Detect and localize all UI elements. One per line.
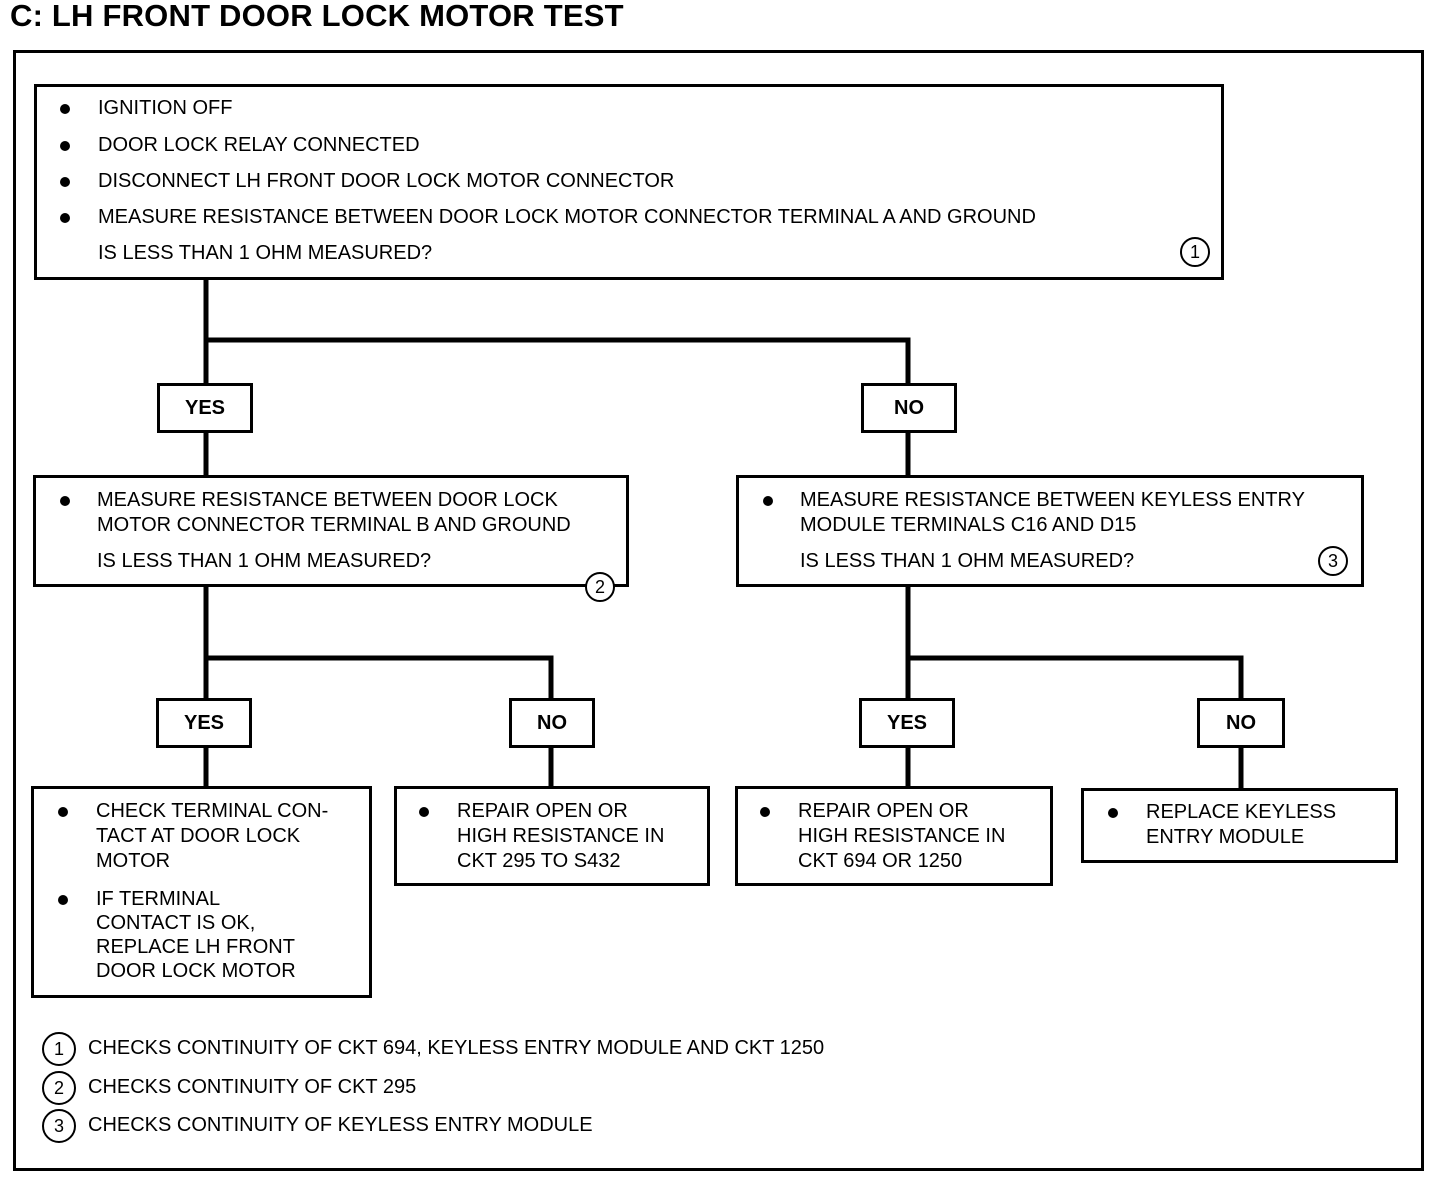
note-3-marker: 3 — [42, 1109, 76, 1143]
bullet-dot — [60, 141, 70, 151]
repair-295-line-1: REPAIR OPEN OR — [457, 800, 628, 822]
page-title: C: LH FRONT DOOR LOCK MOTOR TEST — [10, 0, 624, 33]
bullet-dot — [58, 807, 68, 817]
start-bullet-3: DISCONNECT LH FRONT DOOR LOCK MOTOR CONN… — [98, 170, 675, 192]
repair-694-line-1: REPAIR OPEN OR — [798, 800, 969, 822]
bullet-dot — [60, 104, 70, 114]
no-label-top: NO — [861, 383, 957, 433]
yes-label-right: YES — [859, 698, 955, 748]
bullet-dot — [58, 895, 68, 905]
note-2-text: CHECKS CONTINUITY OF CKT 295 — [88, 1076, 417, 1098]
replace-module-line-1: REPLACE KEYLESS — [1146, 801, 1337, 823]
start-question: IS LESS THAN 1 OHM MEASURED? — [98, 242, 433, 264]
start-bullet-2: DOOR LOCK RELAY CONNECTED — [98, 134, 420, 156]
repair-694-line-2: HIGH RESISTANCE IN — [798, 825, 1006, 847]
bullet-dot — [760, 807, 770, 817]
bullet-dot — [60, 213, 70, 223]
bullet-dot — [419, 807, 429, 817]
right-test-line-1: MEASURE RESISTANCE BETWEEN KEYLESS ENTRY — [800, 489, 1305, 511]
repair-295-line-2: HIGH RESISTANCE IN — [457, 825, 665, 847]
bullet-dot — [1108, 808, 1118, 818]
start-bullet-4: MEASURE RESISTANCE BETWEEN DOOR LOCK MOT… — [98, 206, 1036, 228]
result-repair-694-box — [735, 786, 1053, 886]
result-check-terminal-box — [31, 786, 372, 998]
left-test-line-1: MEASURE RESISTANCE BETWEEN DOOR LOCK — [97, 489, 558, 511]
check-terminal-line-7: DOOR LOCK MOTOR — [96, 960, 296, 982]
bullet-dot — [763, 496, 773, 506]
result-repair-295-box — [394, 786, 710, 886]
start-bullet-1: IGNITION OFF — [98, 97, 233, 119]
ref-2-marker: 2 — [585, 572, 615, 602]
repair-295-line-3: CKT 295 TO S432 — [457, 850, 621, 872]
yes-label-top: YES — [157, 383, 253, 433]
left-test-question: IS LESS THAN 1 OHM MEASURED? — [97, 550, 432, 572]
check-terminal-line-6: REPLACE LH FRONT — [96, 936, 295, 958]
replace-module-line-2: ENTRY MODULE — [1146, 826, 1305, 848]
bullet-dot — [60, 177, 70, 187]
ref-3-marker: 3 — [1318, 546, 1348, 576]
no-label-right: NO — [1197, 698, 1285, 748]
note-2-marker: 2 — [42, 1071, 76, 1105]
right-test-question: IS LESS THAN 1 OHM MEASURED? — [800, 550, 1135, 572]
yes-label-left: YES — [156, 698, 252, 748]
ref-1-marker: 1 — [1180, 237, 1210, 267]
repair-694-line-3: CKT 694 OR 1250 — [798, 850, 963, 872]
result-replace-module-box — [1081, 788, 1398, 863]
bullet-dot — [60, 496, 70, 506]
right-test-box — [736, 475, 1364, 587]
check-terminal-line-1: CHECK TERMINAL CON- — [96, 800, 329, 822]
check-terminal-line-4: IF TERMINAL — [96, 888, 221, 910]
check-terminal-line-5: CONTACT IS OK, — [96, 912, 256, 934]
no-label-left: NO — [509, 698, 595, 748]
diagram-frame — [13, 50, 1424, 1171]
check-terminal-line-2: TACT AT DOOR LOCK — [96, 825, 301, 847]
note-3-text: CHECKS CONTINUITY OF KEYLESS ENTRY MODUL… — [88, 1114, 593, 1136]
right-test-line-2: MODULE TERMINALS C16 AND D15 — [800, 514, 1137, 536]
left-test-box — [33, 475, 629, 587]
note-1-marker: 1 — [42, 1032, 76, 1066]
check-terminal-line-3: MOTOR — [96, 850, 171, 872]
note-1-text: CHECKS CONTINUITY OF CKT 694, KEYLESS EN… — [88, 1037, 825, 1059]
left-test-line-2: MOTOR CONNECTOR TERMINAL B AND GROUND — [97, 514, 571, 536]
start-step-box — [34, 84, 1224, 280]
